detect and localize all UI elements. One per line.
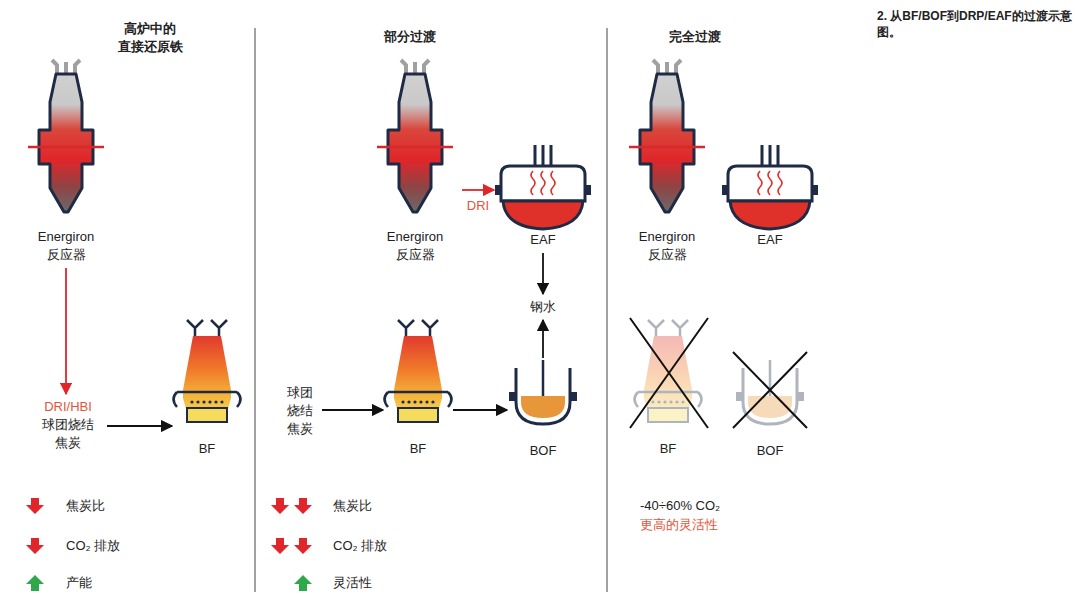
decrease-arrow <box>26 498 44 514</box>
blast-furnace: BF <box>637 320 699 458</box>
node-label: EAF <box>757 231 782 249</box>
node-label: EAF <box>530 231 555 249</box>
node-label: DRI/HBI <box>36 398 100 416</box>
node-label: BF <box>410 440 427 458</box>
reactor-symbol <box>377 60 453 212</box>
reactor-icon: Energiron 反应器 <box>23 60 109 264</box>
panel-title: 部分过渡 <box>384 28 436 46</box>
indicator-label: 灵活性 <box>333 574 372 592</box>
panel-divider <box>607 28 608 592</box>
increase-arrow <box>294 575 312 591</box>
node-label: 球团 烧结 焦炭 <box>285 384 315 438</box>
edge-label: DRI <box>465 198 491 214</box>
eaf-symbol <box>495 145 591 229</box>
converter-symbol <box>509 360 577 424</box>
electric-arc-furnace: EAF <box>498 145 588 249</box>
blast-furnace: BF <box>176 320 238 458</box>
node-label: Energiron 反应器 <box>26 228 106 264</box>
panel-divider <box>255 28 256 592</box>
flow-arrow <box>453 409 507 411</box>
node-label: Energiron 反应器 <box>627 228 707 264</box>
highlight-note: 更高的灵活性 <box>640 516 718 534</box>
decrease-arrow <box>26 538 44 554</box>
node-label: BOF <box>530 442 557 460</box>
flow-arrow <box>542 320 544 358</box>
node-label: 钢水 <box>530 298 556 316</box>
panel-title: 完全过渡 <box>669 28 721 46</box>
node-label: BF <box>199 440 216 458</box>
indicator-label: 焦炭比 <box>66 497 105 515</box>
flow-arrow <box>65 268 67 394</box>
cross-mark <box>733 352 807 428</box>
figure-caption: 2. 从BF/BOF到DRP/EAF的过渡示意图。 <box>877 8 1072 40</box>
panel-title: 高炉中的 直接还原铁 <box>110 20 190 56</box>
cross-mark <box>630 318 708 428</box>
node-label: BF <box>660 440 677 458</box>
converter: BOF <box>738 362 802 460</box>
indicator-label: CO₂ 排放 <box>66 537 120 555</box>
node-label: 球团烧结 焦炭 <box>36 416 100 452</box>
decrease-arrow <box>271 498 289 514</box>
blast-furnace-symbol <box>385 320 452 422</box>
flow-arrow <box>542 253 544 294</box>
converter: BOF <box>511 362 575 460</box>
flow-arrow <box>462 189 494 191</box>
indicator-label: CO₂ 排放 <box>333 537 387 555</box>
electric-arc-furnace: EAF <box>725 145 815 249</box>
reactor-icon: Energiron 反应器 <box>372 60 458 264</box>
reactor-symbol <box>629 60 705 212</box>
indicator-label: -40÷60% CO₂ <box>640 497 720 515</box>
indicator-label: 产能 <box>66 574 92 592</box>
eaf-symbol <box>722 145 818 229</box>
flow-arrow <box>107 425 172 427</box>
material-list: DRI/HBI球团烧结 焦炭 <box>33 398 103 452</box>
reactor-icon: Energiron 反应器 <box>624 60 710 264</box>
material-list: 球团 烧结 焦炭 <box>282 384 318 438</box>
decrease-arrow <box>271 538 289 554</box>
blast-furnace: BF <box>387 320 449 458</box>
node-label: Energiron 反应器 <box>375 228 455 264</box>
increase-arrow <box>26 575 44 591</box>
blast-furnace-symbol <box>174 320 241 422</box>
molten-steel: 钢水 <box>527 298 559 316</box>
decrease-arrow <box>294 498 312 514</box>
flow-arrow <box>322 409 383 411</box>
reactor-symbol <box>28 60 104 212</box>
decrease-arrow <box>294 538 312 554</box>
node-label: BOF <box>757 442 784 460</box>
indicator-label: 焦炭比 <box>333 497 372 515</box>
